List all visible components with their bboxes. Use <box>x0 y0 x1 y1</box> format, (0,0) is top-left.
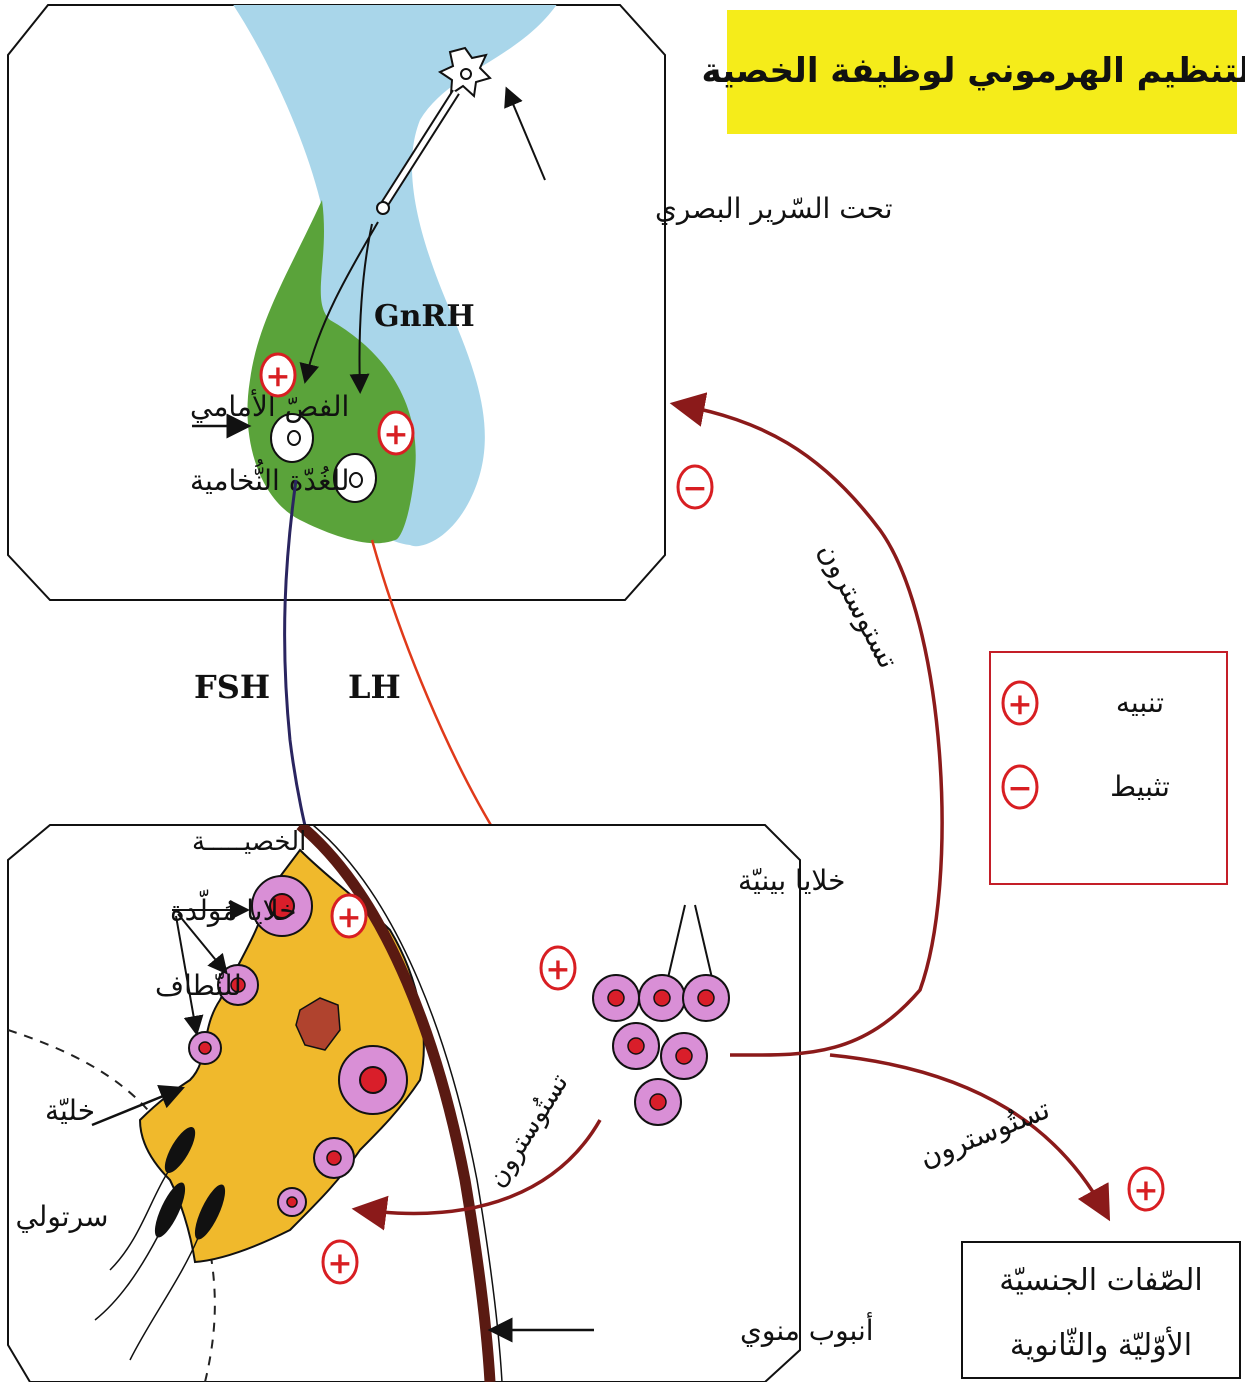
stimulation-sign: + <box>261 354 295 396</box>
sex-traits-line2: الأوّليّة والثّانوية <box>1010 1325 1192 1363</box>
sertoli-label-line2: سرتولي <box>15 1200 108 1233</box>
lh-label: LH <box>348 668 401 706</box>
testosterone-out-label: تستُوسترون <box>915 1092 1055 1174</box>
spermatogenic-cell <box>339 1046 407 1114</box>
inhibition-sign: − <box>678 466 712 508</box>
sex-traits-line1: الصّفات الجنسيّة <box>999 1263 1202 1298</box>
spermatogenic-cell <box>314 1138 354 1178</box>
interstitial-cell <box>683 975 729 1021</box>
hypothalamus-label: تحت السّرير البصري <box>655 192 893 225</box>
testis-label: الخصيـــــة <box>192 827 306 857</box>
legend-inhibition-icon: − <box>1003 766 1037 808</box>
page-title: التنظيم الهرموني لوظيفة الخصية <box>702 51 1245 91</box>
svg-text:+: + <box>1007 687 1032 722</box>
svg-text:+: + <box>327 1246 352 1281</box>
spermatogenic-cell <box>189 1032 221 1064</box>
legend-stimulation-label: تنبيه <box>1116 686 1164 719</box>
legend-stimulation-icon: + <box>1003 682 1037 724</box>
spermatogenic-label-line1: خلايا مُولّدة <box>170 889 297 927</box>
interstitial-cell <box>635 1079 681 1125</box>
gnrh-label: GnRH <box>374 299 475 334</box>
fsh-label: FSH <box>194 668 270 706</box>
svg-text:+: + <box>265 359 290 394</box>
svg-text:−: − <box>1007 771 1032 806</box>
stimulation-sign: + <box>1129 1168 1163 1210</box>
sex-traits-box: الصّفات الجنسيّة الأوّليّة والثّانوية <box>962 1242 1240 1378</box>
svg-text:+: + <box>383 417 408 452</box>
interstitial-cell <box>593 975 639 1021</box>
svg-text:+: + <box>1133 1173 1158 1208</box>
interstitial-cells-label: خلايا بينيّة <box>738 864 845 897</box>
legend-inhibition-label: تثبيط <box>1110 770 1170 803</box>
spermatogenic-label-line2: للنّطاف <box>155 969 242 1002</box>
seminiferous-tubule-label: أنبوب منوي <box>740 1311 874 1347</box>
interstitial-cell <box>639 975 685 1021</box>
svg-text:+: + <box>336 900 361 935</box>
testosterone-feedback-label: تستوسترون <box>812 537 906 674</box>
legend: + تنبيه − تثبيط <box>990 652 1227 884</box>
sertoli-label-line1: خليّة <box>45 1094 95 1127</box>
stimulation-sign: + <box>379 412 413 454</box>
stimulation-sign: + <box>332 895 366 937</box>
svg-text:−: − <box>682 471 707 506</box>
stimulation-sign: + <box>541 947 575 989</box>
spermatogenic-cell <box>278 1188 306 1216</box>
stimulation-sign: + <box>323 1241 357 1283</box>
hypothalamus-pituitary-panel <box>8 0 665 600</box>
interstitial-cell <box>661 1033 707 1079</box>
svg-text:+: + <box>545 952 570 987</box>
interstitial-cell <box>613 1023 659 1069</box>
anterior-pituitary-label-line2: للغُدّة النُّخامية <box>190 459 349 497</box>
